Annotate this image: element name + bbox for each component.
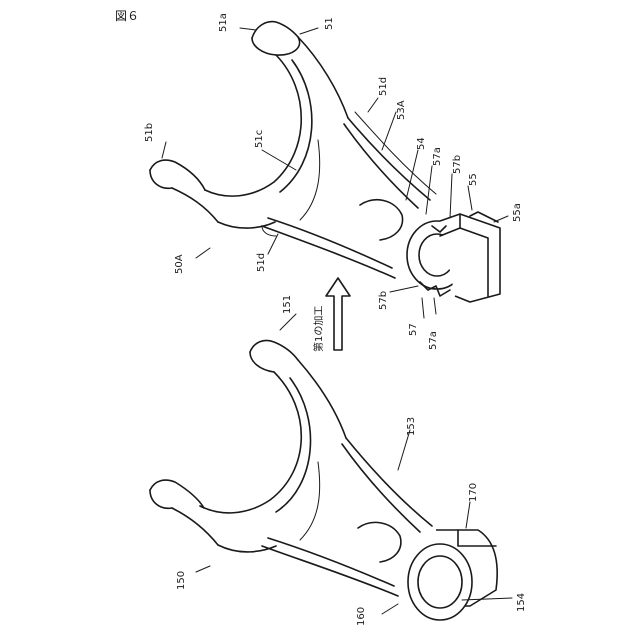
label-55a: 55a — [512, 203, 523, 222]
label-51a: 51a — [218, 13, 229, 32]
fork-tip-51a — [252, 22, 298, 38]
figure-title: 図６ — [115, 9, 139, 23]
label-154: 154 — [516, 593, 527, 612]
arrow-caption: 第1の加工 — [312, 306, 325, 352]
label-51c: 51c — [254, 130, 265, 148]
bracket-55 — [440, 214, 500, 302]
label-160: 160 — [356, 607, 367, 626]
label-57a-bottom: 57a — [428, 331, 439, 350]
label-53A: 53A — [396, 100, 407, 120]
label-150: 150 — [176, 571, 187, 590]
label-51: 51 — [324, 17, 335, 30]
label-50A: 50A — [174, 254, 185, 274]
label-55: 55 — [468, 173, 479, 186]
boss-53A — [360, 200, 403, 240]
label-57b-top: 57b — [452, 155, 463, 174]
label-57a-top: 57a — [432, 147, 443, 166]
shift-fork-150 — [150, 340, 497, 620]
shift-fork-50A — [150, 22, 500, 302]
boss-153 — [358, 522, 401, 562]
label-51d-bottom: 51d — [256, 253, 267, 272]
label-54: 54 — [416, 137, 427, 150]
label-51d-top: 51d — [378, 77, 389, 96]
label-151: 151 — [282, 295, 293, 314]
label-153: 153 — [406, 417, 417, 436]
process-arrow: 第1の加工 — [312, 278, 350, 352]
label-57b-bottom: 57b — [378, 291, 389, 310]
label-57: 57 — [408, 323, 419, 336]
label-170: 170 — [468, 483, 479, 502]
up-arrow-icon — [326, 278, 350, 350]
label-51b: 51b — [144, 123, 155, 142]
fork-inner-arc — [205, 55, 301, 196]
